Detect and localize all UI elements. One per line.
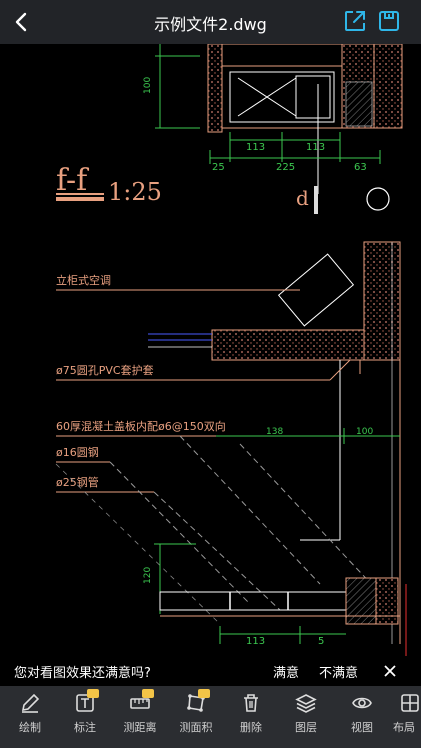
eye-icon — [352, 697, 372, 709]
dim-63: 63 — [354, 162, 367, 173]
text-annotate-icon — [76, 694, 94, 712]
feedback-question: 您对看图效果还满意吗? — [14, 666, 151, 681]
bottom-section: 120 113 5 — [143, 543, 407, 656]
top-bar: 示例文件2.dwg — [0, 0, 421, 44]
tool-label: 视图 — [351, 721, 373, 734]
svg-text:120: 120 — [143, 567, 153, 584]
trash-icon — [244, 694, 258, 712]
tool-label: 绘制 — [19, 721, 41, 734]
tool-label: 布局 — [393, 721, 415, 734]
label-ac: 立柜式空调 — [56, 273, 111, 287]
satisfied-button[interactable]: 满意 — [273, 666, 300, 681]
vip-badge-icon — [87, 689, 99, 698]
scale-text: 1:25 — [108, 178, 162, 206]
tool-draw[interactable]: 绘制 — [2, 686, 58, 748]
pencil-icon — [21, 693, 40, 713]
unsatisfied-button[interactable]: 不满意 — [319, 666, 359, 681]
dim-113-b: 113 — [306, 142, 325, 153]
feedback-bar: 您对看图效果还满意吗? 满意 不满意 — [0, 656, 421, 686]
top-section: 100 — [143, 44, 403, 194]
diagonal-leaders — [55, 435, 391, 625]
top-dimensions: 113 113 25 225 63 — [209, 132, 381, 173]
tool-delete[interactable]: 删除 — [223, 686, 279, 748]
tool-annotate[interactable]: 标注 — [57, 686, 113, 748]
dim-bottom-5: 5 — [318, 636, 324, 647]
ruler-icon — [130, 698, 150, 709]
tool-measure-distance[interactable]: 测距离 — [112, 686, 168, 748]
tool-label: 标注 — [74, 721, 96, 734]
tool-measure-area[interactable]: 测面积 — [168, 686, 224, 748]
label-pvc: ø75圆孔PVC套护套 — [56, 363, 154, 377]
layout-icon — [401, 694, 419, 712]
back-arrow-icon[interactable] — [6, 6, 38, 38]
save-icon[interactable] — [377, 9, 401, 33]
dim-100-left: 100 — [143, 77, 153, 94]
tool-layers[interactable]: 图层 — [278, 686, 334, 748]
vip-badge-icon — [198, 689, 210, 698]
close-icon[interactable] — [381, 662, 399, 680]
dim-113-a: 113 — [246, 142, 265, 153]
leader-labels: 立柜式空调 ø75圆孔PVC套护套 60厚混凝土盖板内配ø6@150双向 ø16… — [56, 273, 351, 493]
dim-100-right: 100 — [356, 427, 373, 437]
file-title: 示例文件2.dwg — [154, 15, 267, 34]
section-title-text: f-f — [56, 163, 89, 198]
tool-layout[interactable]: 布局 — [389, 686, 421, 748]
right-dimension: 138 100 — [216, 427, 400, 444]
middle-section — [148, 241, 401, 644]
mark-d: d — [296, 186, 309, 210]
tool-label: 图层 — [295, 721, 317, 734]
cad-drawing: 100 113 113 25 225 63 f-f 1:25 d — [55, 44, 407, 656]
bottom-toolbar: 绘制 标注 测距离 测面积 删除 — [0, 686, 421, 748]
cad-drawing-canvas[interactable]: 100 113 113 25 225 63 f-f 1:25 d — [0, 44, 421, 656]
vip-badge-icon — [142, 689, 154, 698]
label-slab: 60厚混凝土盖板内配ø6@150双向 — [56, 419, 226, 433]
tool-view[interactable]: 视图 — [334, 686, 390, 748]
dim-25: 25 — [212, 162, 225, 173]
tool-label: 删除 — [240, 721, 262, 734]
label-steel: ø16圆钢 — [56, 446, 99, 459]
section-title: f-f 1:25 d — [56, 163, 390, 214]
share-export-icon[interactable] — [343, 9, 367, 33]
svg-text:138: 138 — [266, 427, 283, 437]
dim-225: 225 — [276, 162, 295, 173]
tool-label: 测面积 — [179, 721, 213, 734]
dim-bottom-113: 113 — [246, 636, 265, 647]
layers-icon — [295, 694, 317, 713]
tool-label: 测距离 — [123, 721, 157, 734]
label-pipe: ø25钢管 — [56, 475, 99, 489]
